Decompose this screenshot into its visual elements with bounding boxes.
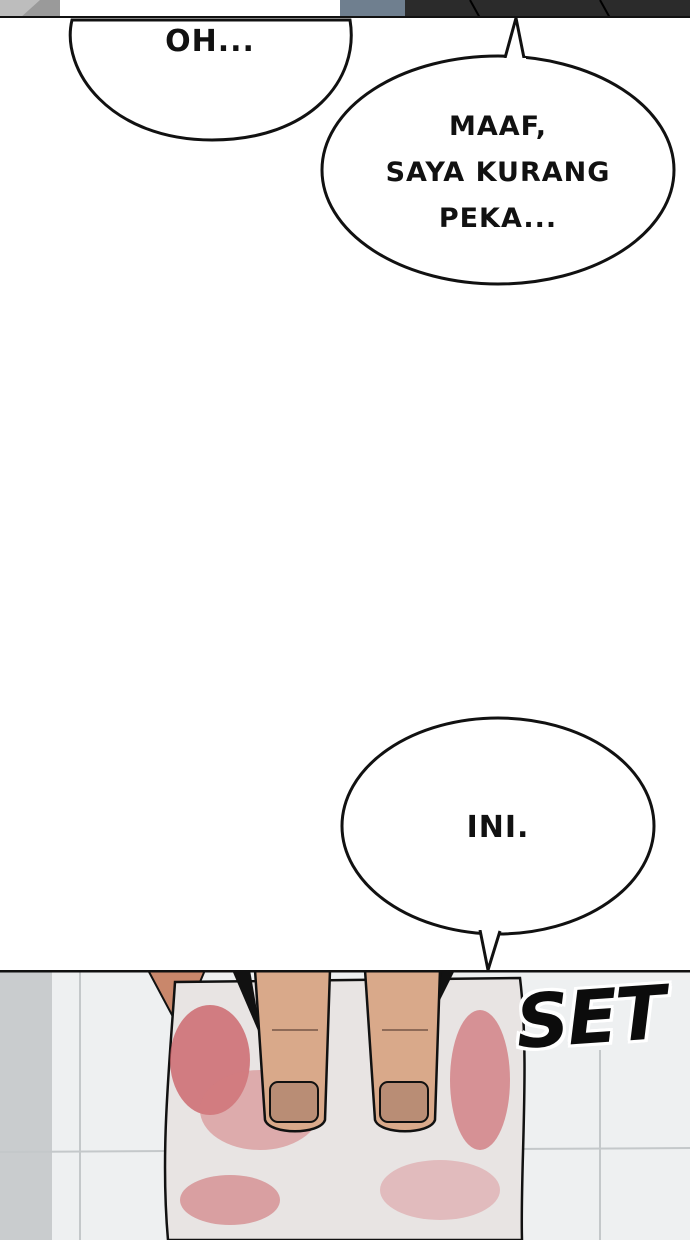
- previous-panel-edge: [0, 0, 690, 18]
- bubble-line: SAYA KURANG: [385, 157, 611, 188]
- speech-bubble-ini: [340, 716, 656, 971]
- bubble-text-maaf: MAAF, SAYA KURANG PEKA...: [360, 104, 636, 242]
- speech-bubble-oh: [68, 18, 353, 142]
- sound-effect-text: SET: [513, 969, 668, 1067]
- bubble-line: PEKA...: [438, 203, 558, 234]
- bubble-text-ini: INI.: [466, 810, 530, 845]
- hands-illustration: [0, 970, 690, 1240]
- speech-bubble-maaf: [320, 17, 676, 286]
- bubble-line: MAAF,: [448, 111, 548, 142]
- hands-panel: [0, 970, 690, 1240]
- bubble-text-oh: OH...: [165, 24, 255, 59]
